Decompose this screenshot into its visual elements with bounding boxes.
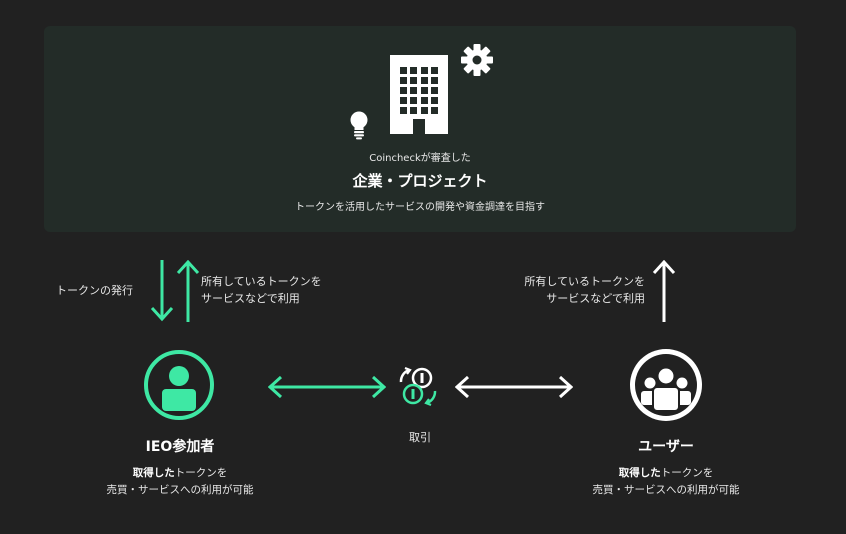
panel-title: 企業・プロジェクト (352, 172, 488, 190)
participant-desc-bold: 取得した (132, 467, 175, 479)
user-use-line2: サービスなどで利用 (546, 292, 645, 305)
users-group-icon (628, 347, 704, 423)
participant-description: 取得したトークンを 売買・サービスへの利用が可能 (80, 465, 280, 499)
exchange-coins-icon (396, 364, 440, 412)
panel-description: トークンを活用したサービスの開発や資金調達を目指す (295, 202, 545, 213)
white-double-arrow-icon (455, 376, 573, 398)
participant-use-label: 所有しているトークンを サービスなどで利用 (201, 273, 322, 307)
company-panel: Coincheckが審査した 企業・プロジェクト トークンを活用したサービスの開… (44, 26, 796, 232)
user-description: 取得したトークンを 売買・サービスへの利用が可能 (566, 465, 766, 499)
green-double-arrow-icon (268, 376, 386, 398)
gear-icon (460, 43, 494, 77)
user-desc-line2: 売買・サービスへの利用が可能 (592, 484, 740, 496)
arrow-up-icon (176, 260, 200, 322)
user-arrow-up-icon (652, 260, 676, 322)
user-desc-rest: トークンを (660, 467, 714, 479)
token-issue-label: トークンの発行 (56, 284, 133, 297)
arrow-down-icon (150, 260, 174, 322)
user-desc-bold: 取得した (618, 467, 661, 479)
panel-small-text: Coincheckが審査した (369, 153, 471, 164)
trade-label: 取引 (409, 431, 431, 444)
participant-desc-rest: トークンを (174, 467, 228, 479)
building-icon (390, 55, 448, 134)
user-use-line1: 所有しているトークンを (524, 275, 645, 288)
participant-name: IEO参加者 (145, 439, 215, 455)
participant-use-line1: 所有しているトークンを (201, 275, 322, 288)
user-name: ユーザー (638, 439, 694, 455)
participant-avatar-icon (143, 349, 215, 421)
participant-desc-line2: 売買・サービスへの利用が可能 (106, 484, 254, 496)
user-use-label: 所有しているトークンを サービスなどで利用 (505, 273, 645, 307)
participant-use-line2: サービスなどで利用 (201, 292, 300, 305)
lightbulb-icon (348, 110, 370, 140)
